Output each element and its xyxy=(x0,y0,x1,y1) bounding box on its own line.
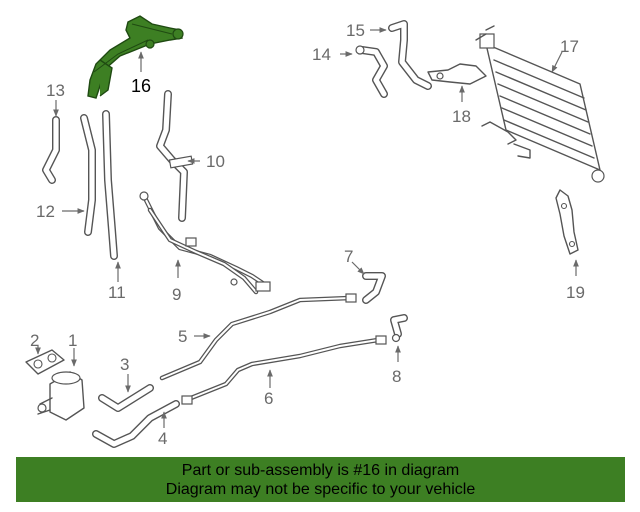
callout-1: 1 xyxy=(68,331,77,350)
part-12-hose xyxy=(80,114,96,236)
part-10-hose xyxy=(156,90,194,222)
callout-12: 12 xyxy=(36,202,55,221)
callout-8: 8 xyxy=(392,367,401,386)
part-3-hose xyxy=(98,384,154,412)
callout-3: 3 xyxy=(120,355,129,374)
banner-line-2: Diagram may not be specific to your vehi… xyxy=(165,481,476,498)
banner-line-1: Part or sub-assembly is #16 in diagram xyxy=(181,462,460,479)
part-1-oil-cooler-body xyxy=(37,371,85,421)
callout-6: 6 xyxy=(264,389,273,408)
callout-10: 10 xyxy=(206,152,225,171)
part-9-pipe-assembly xyxy=(139,191,271,295)
part-14-hose xyxy=(355,45,388,98)
info-banner: Part or sub-assembly is #16 in diagram D… xyxy=(16,457,625,502)
part-2-gasket xyxy=(25,349,65,375)
callout-15: 15 xyxy=(346,21,365,40)
callout-19: 19 xyxy=(566,283,585,302)
part-15-hose xyxy=(388,20,432,90)
callout-2: 2 xyxy=(30,331,39,350)
part-8-hose xyxy=(390,314,408,343)
callout-13: 13 xyxy=(46,81,65,100)
callout-4: 4 xyxy=(158,429,167,448)
callout-18: 18 xyxy=(452,107,471,126)
part-4-hose xyxy=(92,400,180,448)
part-6-pipe xyxy=(181,335,387,405)
part-17-oil-cooler xyxy=(475,25,605,183)
callout-9: 9 xyxy=(172,285,181,304)
callout-5: 5 xyxy=(178,327,187,346)
callout-7: 7 xyxy=(344,247,353,266)
callout-16: 16 xyxy=(131,76,151,96)
parts-diagram: 16 13 12 11 10 9 xyxy=(25,15,605,448)
part-18-bracket xyxy=(427,63,487,85)
callout-14: 14 xyxy=(312,45,331,64)
part-5-pipe xyxy=(159,293,357,381)
part-11-hose xyxy=(102,110,118,260)
callout-17: 17 xyxy=(560,37,579,56)
part-19-bracket xyxy=(555,189,579,255)
part-13-hose xyxy=(42,116,60,184)
part-16-water-pipe[interactable] xyxy=(87,15,184,99)
part-7-hose xyxy=(362,272,386,304)
callout-11: 11 xyxy=(108,283,126,302)
